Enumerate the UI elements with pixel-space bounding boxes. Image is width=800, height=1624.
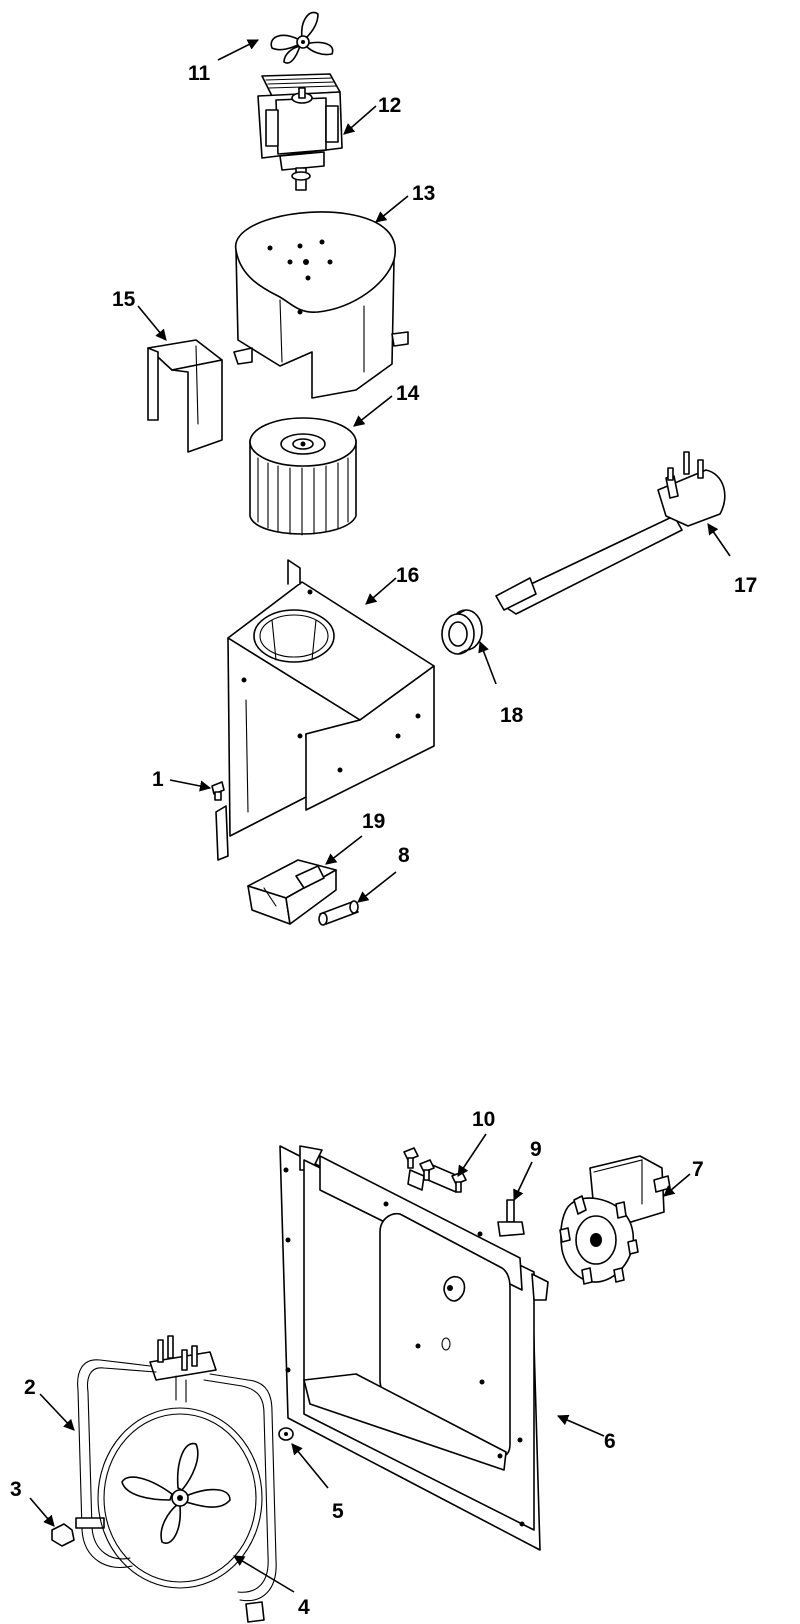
- callout-12: 12: [378, 94, 401, 117]
- callout-6: 6: [604, 1430, 616, 1453]
- part-fuse-holder: [247, 859, 337, 925]
- callout-8: 8: [398, 844, 410, 867]
- part-heating-element: [75, 1335, 277, 1623]
- callout-10: 10: [472, 1108, 495, 1131]
- part-bracket: [147, 339, 223, 453]
- callout-13: 13: [412, 182, 435, 205]
- callout-leaders: [29, 39, 731, 1593]
- part-blower-housing: [233, 211, 409, 399]
- part-duct-housing: [215, 559, 435, 861]
- callout-3: 3: [10, 1478, 22, 1501]
- part-screws-10: [403, 1147, 467, 1193]
- callout-4: 4: [298, 1596, 310, 1619]
- callout-15: 15: [112, 288, 136, 311]
- callout-11: 11: [188, 62, 211, 85]
- callout-18: 18: [500, 704, 524, 727]
- part-nut: [278, 1427, 294, 1441]
- part-rotisserie-motor: [559, 1155, 671, 1285]
- part-screw-1: [211, 781, 225, 801]
- part-back-panel: [279, 1145, 549, 1551]
- callout-19: 19: [362, 810, 385, 833]
- callout-16: 16: [396, 564, 419, 587]
- callout-14: 14: [396, 382, 420, 405]
- part-convection-fan: [97, 1407, 263, 1589]
- callout-5: 5: [332, 1500, 344, 1523]
- callout-17: 17: [734, 574, 757, 597]
- callout-9: 9: [530, 1138, 542, 1161]
- part-knob: [51, 1523, 75, 1547]
- callout-7: 7: [692, 1158, 704, 1181]
- part-sensor: [497, 1199, 525, 1237]
- part-blower-wheel: [249, 417, 357, 536]
- part-fuse: [318, 900, 359, 926]
- part-bushing: [441, 609, 483, 655]
- part-fan-blade: [270, 11, 334, 64]
- part-power-cord: [495, 451, 726, 615]
- callout-2: 2: [24, 1376, 36, 1399]
- callout-labels: 11 12 13 15 14 16 17 18 1 19 8 10 9 7 6 …: [10, 62, 757, 1619]
- part-motor: [257, 73, 343, 191]
- callout-1: 1: [152, 768, 164, 791]
